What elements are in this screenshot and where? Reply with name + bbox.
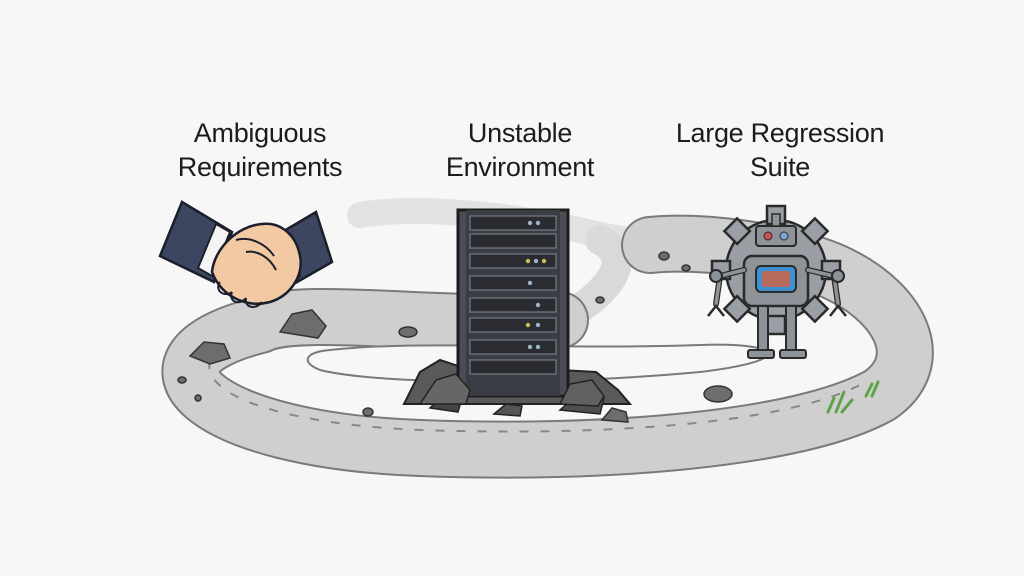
- label-line: Ambiguous: [193, 118, 327, 148]
- obstacle-label-large-regression-suite: Large Regression Suite: [650, 116, 910, 184]
- robot-gear-icon: [707, 204, 847, 359]
- server-rack-icon: [402, 208, 633, 417]
- label-line: Requirements: [177, 152, 343, 182]
- label-line: Suite: [749, 152, 811, 182]
- obstacle-label-ambiguous-requirements: Ambiguous Requirements: [140, 116, 380, 184]
- label-line: Large Regression: [675, 118, 885, 148]
- handshake-icon: [158, 200, 334, 308]
- grass-tuft: [826, 380, 880, 414]
- label-line: Unstable: [467, 118, 573, 148]
- label-line: Environment: [445, 152, 595, 182]
- obstacle-label-unstable-environment: Unstable Environment: [400, 116, 640, 184]
